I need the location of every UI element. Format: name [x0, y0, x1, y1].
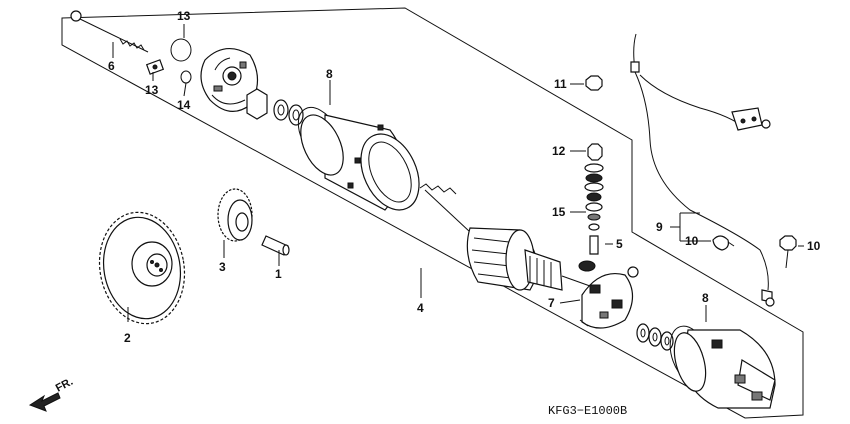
- part-14-clip: [712, 235, 735, 251]
- callout-13-upper: 14: [177, 98, 191, 112]
- callout-3: 3: [219, 260, 226, 274]
- callout-labels: 6 13 13 14 8 11 12 15 5 2 3 1 4 7 8 9 10…: [108, 9, 821, 345]
- part-6-bolt: [70, 10, 149, 53]
- part-3-small-gear: [217, 188, 253, 242]
- front-direction-label: FR.: [54, 376, 75, 395]
- callout-10-lower: 12: [552, 144, 566, 158]
- part-7-brush-holder: [579, 266, 639, 329]
- part-15-bolt: [779, 235, 797, 269]
- callout-2: 2: [124, 331, 131, 345]
- callout-11: 13: [145, 83, 159, 97]
- part-12-o-ring: [170, 38, 192, 62]
- part-1-pin: [261, 235, 290, 256]
- part-4-armature: [419, 183, 591, 291]
- assembly-frame: [61, 7, 804, 419]
- diagram-code: KFG3−E1000B: [548, 404, 627, 418]
- seal-washers: [246, 88, 304, 126]
- rear-cover: [673, 329, 776, 409]
- rear-washers: [636, 323, 674, 351]
- callout-1: 1: [275, 267, 282, 281]
- callout-15: 10: [807, 239, 821, 253]
- part-11-washer-plate: [145, 59, 165, 75]
- terminal-nut-stack: [584, 75, 604, 231]
- front-arrow-icon: [28, 392, 61, 412]
- part-2-large-gear: [98, 211, 186, 325]
- part-13-ring-upper: [180, 70, 192, 84]
- callout-8-lower: 8: [702, 291, 709, 305]
- callout-13-lower: 15: [552, 205, 566, 219]
- part-9-cable: [630, 33, 775, 307]
- leader-lines: [112, 24, 804, 322]
- callout-14: 10: [685, 234, 699, 248]
- callout-9: 9: [656, 220, 663, 234]
- callout-7: 7: [548, 296, 555, 310]
- callout-4: 4: [417, 301, 424, 315]
- callout-8-upper: 8: [326, 67, 333, 81]
- callout-10-upper: 11: [554, 77, 567, 91]
- front-direction-indicator: FR.: [28, 376, 75, 412]
- callout-6: 6: [108, 59, 115, 73]
- callout-5: 5: [616, 237, 623, 251]
- part-5-terminal-bolt: [578, 235, 599, 272]
- callout-12: 13: [177, 9, 191, 23]
- motor-yoke: [300, 114, 420, 211]
